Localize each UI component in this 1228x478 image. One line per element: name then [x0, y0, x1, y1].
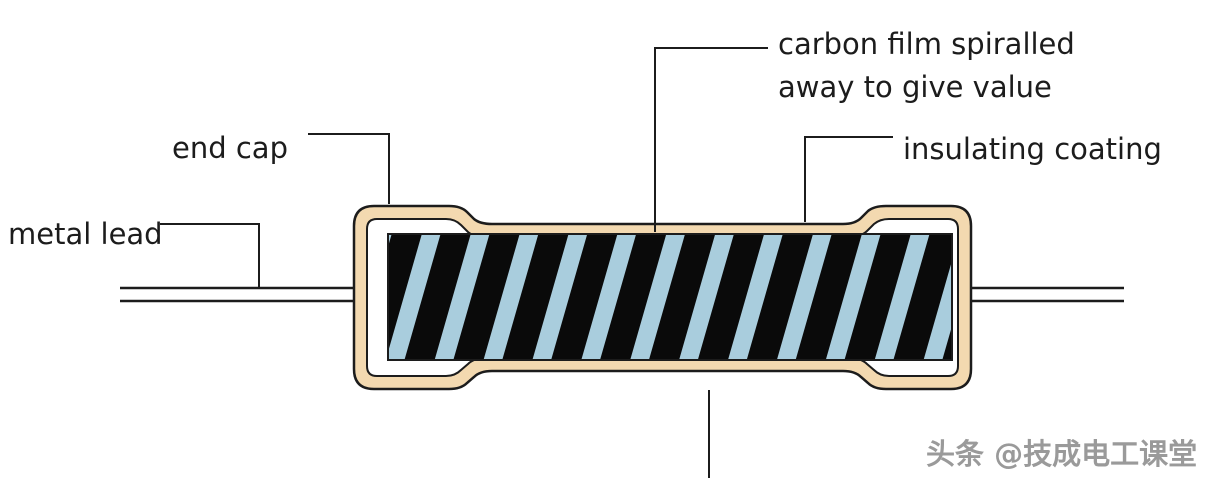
insulating-coating-callout-line	[804, 136, 893, 222]
insulating-coating-label: insulating coating	[903, 132, 1162, 166]
metal-lead-callout-line	[160, 223, 260, 287]
end-cap-callout-line	[308, 133, 390, 204]
end-cap-label: end cap	[172, 131, 288, 165]
carbon-film-label-line1: carbon film spiralled	[778, 27, 1075, 61]
metal-lead-left	[120, 286, 360, 303]
watermark-text: 头条 @技成电工课堂	[926, 437, 1197, 471]
carbon-film-callout-line	[654, 47, 768, 232]
metal-lead-right	[966, 286, 1124, 303]
metal-lead-label: metal lead	[8, 217, 163, 251]
carbon-film-cylinder	[387, 233, 953, 361]
carbon-film-label-line2: away to give value	[778, 70, 1052, 104]
